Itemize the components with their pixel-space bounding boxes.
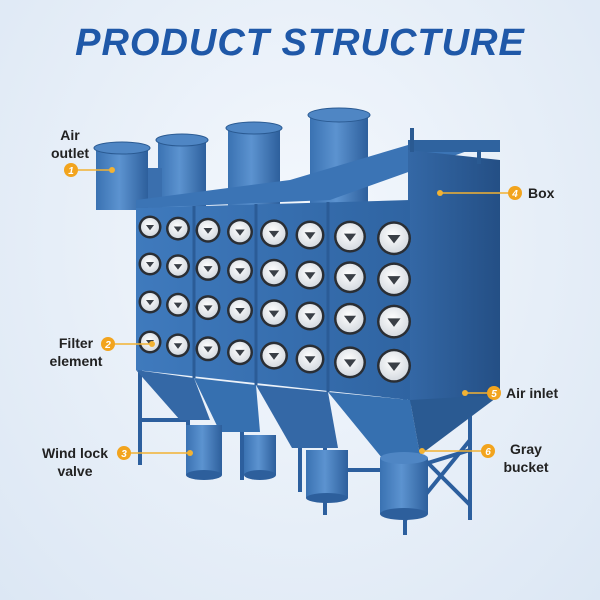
filter-element-cone <box>235 229 245 236</box>
filter-element-cone <box>173 264 183 270</box>
filter-element-cone <box>387 276 401 285</box>
filter-element-cone <box>145 261 155 268</box>
filter-element-cone <box>145 299 155 306</box>
label-line: outlet <box>50 145 90 161</box>
label-wind-lock-valve: Wind lock valve <box>30 444 120 480</box>
filter-element-cone <box>268 353 280 360</box>
filter-element-cone <box>235 308 245 315</box>
badge-number: 1 <box>68 166 74 177</box>
filter-element-cone <box>268 310 280 318</box>
label-line: Box <box>528 185 555 201</box>
label-line: Gray <box>510 441 542 457</box>
badge-number: 5 <box>491 389 497 400</box>
filter-element-cone <box>203 346 213 353</box>
badge-number: 2 <box>104 340 111 351</box>
label-box: Box <box>528 184 554 202</box>
filter-element-cone <box>173 302 183 309</box>
label-line: Air <box>60 127 80 143</box>
label-line: Wind lock <box>42 445 108 461</box>
filter-element-cone <box>203 305 213 312</box>
filter-element-cone <box>343 315 357 324</box>
label-line: bucket <box>503 459 549 475</box>
top-plenum <box>136 140 500 208</box>
filter-element-cone <box>304 356 316 364</box>
box-side-panel <box>408 150 500 405</box>
filter-element-cone <box>343 233 357 242</box>
label-line: valve <box>57 463 93 479</box>
label-line: element <box>49 353 103 369</box>
filter-element-cone <box>268 270 280 277</box>
callout-badge-6: 6 <box>481 444 495 458</box>
callout-badge-3: 3 <box>117 446 131 460</box>
gray-buckets <box>186 425 428 520</box>
label-air-outlet: Air outlet <box>40 126 100 162</box>
filter-element-cone <box>268 230 280 238</box>
filter-element-cone <box>173 226 183 233</box>
filter-element-cone <box>304 272 316 280</box>
label-line: Filter <box>58 335 94 351</box>
callout-badge-4: 4 <box>508 186 522 200</box>
label-line: Air inlet <box>506 385 559 401</box>
filter-element-cone <box>387 318 401 327</box>
filter-element-cone <box>343 359 357 368</box>
callout-badge-5: 5 <box>487 386 501 400</box>
filter-element-cone <box>387 234 401 244</box>
callout-badge-1: 1 <box>64 163 78 177</box>
filter-element-cone <box>235 268 245 275</box>
label-filter-element: Filter element <box>36 334 116 370</box>
filter-element-grid <box>138 215 411 383</box>
callout-badge-2: 2 <box>101 337 115 351</box>
filter-element-cone <box>387 362 401 372</box>
filter-element-cone <box>203 266 213 272</box>
filter-element-cone <box>343 274 357 283</box>
filter-element-cone <box>304 232 316 240</box>
badge-number: 3 <box>121 449 127 460</box>
label-air-inlet: Air inlet <box>506 384 558 402</box>
filter-element-cone <box>203 227 213 234</box>
label-gray-bucket: Gray bucket <box>496 440 556 476</box>
filter-element-cone <box>145 224 155 231</box>
badge-number: 6 <box>485 447 491 458</box>
hoppers <box>136 370 500 458</box>
page-title: PRODUCT STRUCTURE <box>75 22 525 64</box>
badge-number: 4 <box>511 189 518 200</box>
filter-element-cone <box>235 349 245 356</box>
filter-element-cone <box>304 313 316 321</box>
filter-element-cone <box>173 343 183 349</box>
